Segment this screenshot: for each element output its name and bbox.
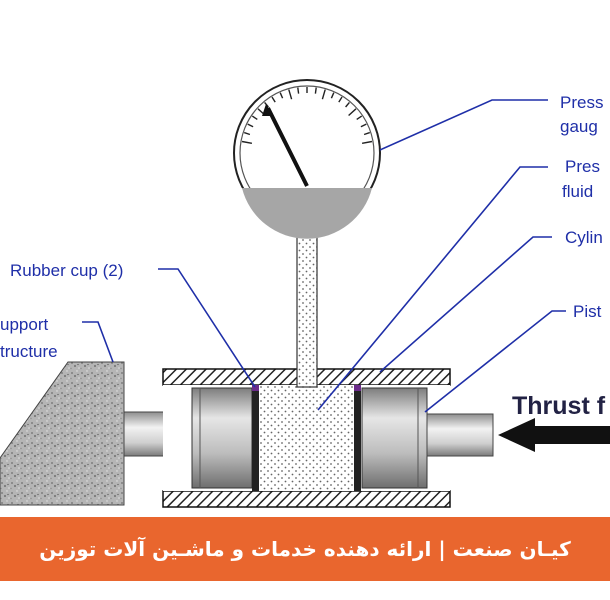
cylinder-bottom-wall	[162, 490, 451, 508]
label-pressure-fluid-1: Pres	[565, 157, 600, 176]
gauge-tick	[360, 123, 367, 128]
rubber-cup-right	[354, 385, 361, 491]
gauge-tick	[348, 108, 357, 117]
gauge-tick	[338, 96, 343, 103]
company-banner: کیـان صنعت | ارائه دهنده خدمات و ماشـین …	[0, 517, 610, 581]
gauge-tick	[314, 87, 317, 94]
leader-pressure-gauge	[379, 99, 548, 151]
pressure-gauge	[233, 79, 381, 239]
leader-piston	[424, 310, 566, 413]
leader-pressure-fluid	[317, 166, 548, 411]
support-structure	[0, 361, 125, 506]
label-pressure-fluid-2: fluid	[562, 182, 593, 201]
gauge-tick	[356, 115, 363, 120]
gauge-tick	[361, 140, 373, 144]
right-piston	[361, 387, 428, 489]
label-support-1: upport	[0, 315, 48, 334]
label-support-2: tructure	[0, 342, 58, 361]
gauge-tick	[271, 96, 276, 103]
gauge-tick	[247, 123, 254, 128]
leader-cylinder	[379, 236, 552, 373]
leader-rubber-cup	[158, 268, 256, 388]
banner-text: کیـان صنعت | ارائه دهنده خدمات و ماشـین …	[39, 537, 571, 561]
right-rod	[426, 413, 494, 457]
label-cylinder: Cylin	[565, 228, 603, 247]
label-pressure-gauge-2: gaug	[560, 117, 598, 136]
gauge-tube	[296, 224, 318, 388]
label-piston: Pist	[573, 302, 602, 321]
leader-support	[82, 321, 114, 363]
gauge-tick	[297, 87, 300, 94]
gauge-tick	[243, 131, 251, 136]
gauge-tick	[279, 92, 284, 99]
gauge-tick	[288, 89, 293, 100]
label-pressure-gauge-1: Press	[560, 93, 603, 112]
left-piston	[191, 387, 253, 489]
gauge-tick	[345, 101, 350, 108]
fluid-chamber	[258, 385, 354, 491]
gauge-ticks	[241, 87, 373, 144]
gauge-needle	[266, 107, 309, 187]
gauge-tick	[330, 92, 335, 99]
gauge-tick	[264, 101, 269, 108]
label-rubber-cup: Rubber cup (2)	[10, 261, 123, 280]
gauge-fluid	[242, 188, 372, 239]
thrust-arrow	[498, 418, 610, 452]
gauge-needle-tip	[262, 104, 274, 116]
gauge-tick	[251, 115, 258, 120]
label-thrust: Thrust f	[512, 392, 606, 420]
gauge-tick	[241, 140, 253, 144]
bottom-strip	[0, 581, 610, 600]
gauge-tick	[363, 131, 371, 136]
rubber-cup-left	[252, 385, 259, 491]
gauge-tick	[321, 89, 326, 100]
